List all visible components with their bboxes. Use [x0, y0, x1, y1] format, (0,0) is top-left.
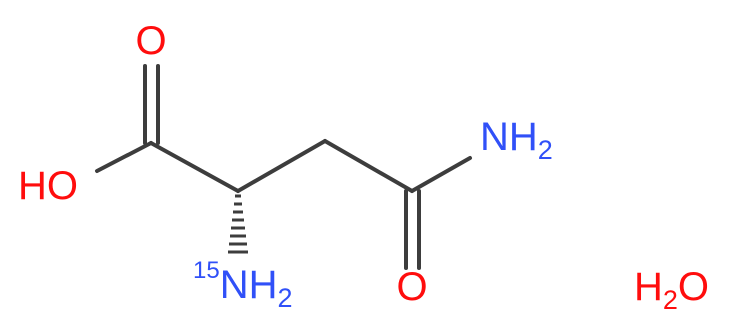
amide-n-symbol: N — [480, 115, 509, 159]
atom-labels: O HO NH2 15NH2 O H2O — [18, 19, 709, 315]
amide-h-count: 2 — [538, 135, 553, 165]
water-h-count: 2 — [663, 285, 678, 315]
amide-h-symbol: H — [509, 115, 538, 159]
atom-o-carbonyl-acid: O — [135, 19, 166, 63]
atom-o-amide: O — [396, 265, 427, 309]
water-molecule: H2O — [634, 265, 709, 315]
hashed-wedge-bond — [228, 194, 248, 254]
bonds — [95, 64, 472, 270]
atom-amide-nh2: NH2 — [480, 115, 553, 165]
atom-hydroxyl: HO — [18, 164, 78, 208]
water-o-symbol: O — [678, 265, 709, 309]
amine-h-count: 2 — [277, 283, 292, 313]
amine-isotope: 15 — [193, 257, 220, 284]
bond-c4-nh2 — [410, 156, 472, 193]
atom-amine-15nh2: 15NH2 — [193, 257, 293, 313]
bond-c1-oh — [95, 141, 153, 173]
bond-c1-c2 — [149, 141, 240, 193]
bond-c3-c4 — [323, 139, 414, 193]
bond-c2-c3 — [236, 139, 327, 193]
water-h-symbol: H — [634, 265, 663, 309]
amine-h-symbol: H — [249, 263, 278, 307]
amine-n-symbol: N — [220, 263, 249, 307]
